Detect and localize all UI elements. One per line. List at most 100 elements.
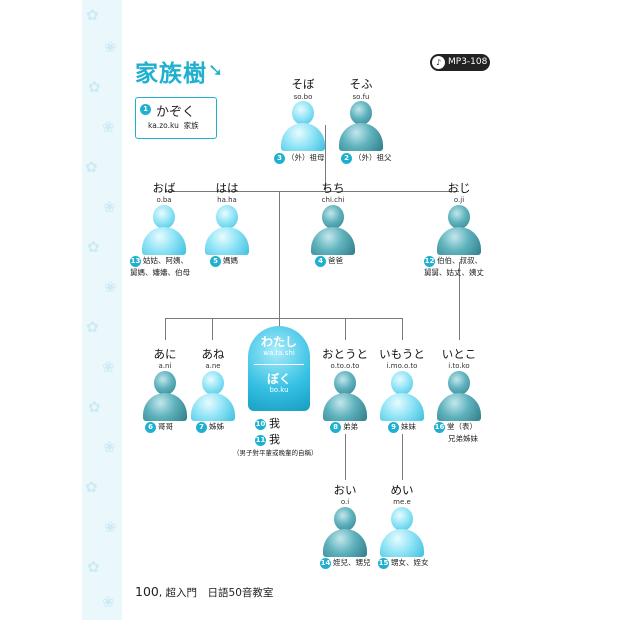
person-name: おとうと — [322, 347, 368, 361]
person-romaji: o.ji — [453, 196, 465, 204]
person-romaji: ha.ha — [217, 196, 237, 204]
person-romaji: o.i — [340, 498, 350, 506]
flower-decoration: ❀ — [104, 278, 117, 296]
connector-line — [345, 318, 346, 340]
number-badge: 9 — [388, 421, 399, 433]
connector-line — [345, 434, 346, 480]
person-figure-icon — [142, 205, 186, 255]
flower-decoration: ❀ — [104, 518, 117, 536]
person-name: おい — [333, 483, 357, 497]
person-figure-icon — [143, 371, 187, 421]
person-figure-icon — [339, 101, 383, 151]
number-badge: 3 — [274, 152, 285, 164]
flower-decoration: ❀ — [102, 358, 115, 376]
person-figure-icon — [205, 205, 249, 255]
self-kana-boku: ぼく — [266, 372, 291, 386]
flower-decoration: ❀ — [102, 593, 115, 611]
legend-subline: ka.zo.ku 家族 — [148, 120, 199, 131]
person-figure-icon — [281, 101, 325, 151]
legend-romaji: ka.zo.ku — [148, 121, 179, 130]
person-romaji: a.ne — [205, 362, 221, 370]
number-badge: 6 — [145, 421, 156, 433]
person-figure-icon — [323, 371, 367, 421]
boku-usage-note: （男子對平輩或晚輩的自稱） — [233, 449, 318, 457]
person-figure-icon — [380, 507, 424, 557]
legend-kana: かぞく — [156, 105, 196, 120]
number-badge: 7 — [196, 421, 207, 433]
person-figure-icon — [437, 205, 481, 255]
person-name: いもうと — [379, 347, 425, 361]
number-badge: 13 — [130, 255, 141, 267]
self-romaji-boku: bo.ku — [269, 386, 289, 394]
number-badge: 2 — [341, 152, 352, 164]
arrow-down-right-icon: ➘ — [208, 60, 224, 81]
connector-line — [212, 318, 213, 340]
connector-line — [402, 434, 403, 480]
connector-line — [402, 318, 403, 340]
person-caption: 2（外）祖父 — [341, 152, 392, 164]
person-figure-icon — [380, 371, 424, 421]
audio-track-label: MP3-108 — [448, 57, 488, 67]
flower-decoration: ✿ — [88, 78, 101, 96]
flower-decoration: ❀ — [102, 118, 115, 136]
person-name: あに — [153, 347, 177, 361]
person-figure-icon — [323, 507, 367, 557]
divider — [254, 364, 304, 365]
connector-line — [325, 125, 326, 191]
person-romaji: so.fu — [352, 93, 370, 101]
flower-decoration: ✿ — [87, 558, 100, 576]
person-figure-icon — [437, 371, 481, 421]
flower-decoration: ✿ — [87, 238, 100, 256]
flower-decoration: ❀ — [103, 438, 116, 456]
flower-decoration: ✿ — [88, 398, 101, 416]
number-badge: 8 — [330, 421, 341, 433]
person-romaji: chi.chi — [321, 196, 345, 204]
person-name: はは — [215, 181, 239, 195]
floral-side-band: ✿ ❀ ✿ ❀ ✿ ❀ ✿ ❀ ✿ ❀ ✿ ❀ ✿ ❀ ✿ ❀ — [82, 0, 122, 620]
person-romaji: me.e — [393, 498, 411, 506]
number-badge: 11 — [255, 434, 266, 446]
book-title: 超入門 日語50音教室 — [165, 587, 274, 599]
person-figure-icon — [191, 371, 235, 421]
person-name: あね — [201, 347, 225, 361]
number-badge: 5 — [210, 255, 221, 267]
person-romaji: i.to.ko — [448, 362, 470, 370]
flower-decoration: ❀ — [103, 198, 116, 216]
person-caption: 3（外）祖母 — [274, 152, 325, 164]
person-romaji: so.bo — [293, 93, 313, 101]
person-romaji: i.mo.o.to — [386, 362, 418, 370]
person-romaji: o.ba — [156, 196, 172, 204]
connector-line — [459, 262, 460, 340]
self-romaji-watashi: wa.ta.shi — [263, 349, 295, 357]
person-name: おじ — [447, 181, 471, 195]
self-kana-watashi: わたし — [260, 335, 297, 349]
audio-track-badge: ♪ MP3-108 — [430, 54, 490, 71]
connector-line — [279, 191, 280, 326]
legend-meaning: 家族 — [183, 121, 199, 130]
person-romaji: o.to.o.to — [330, 362, 360, 370]
flower-decoration: ✿ — [86, 318, 99, 336]
number-badge: 1 — [140, 104, 151, 115]
number-badge: 15 — [378, 557, 389, 569]
person-name: おば — [152, 181, 176, 195]
connector-line — [165, 318, 403, 319]
person-name: いとこ — [441, 347, 477, 361]
page-number: 100 — [135, 584, 159, 599]
flower-decoration: ✿ — [85, 478, 98, 496]
flower-decoration: ✿ — [86, 6, 99, 24]
self-figure: わたし wa.ta.shi ぼく bo.ku — [248, 326, 310, 411]
connector-line — [165, 318, 166, 340]
